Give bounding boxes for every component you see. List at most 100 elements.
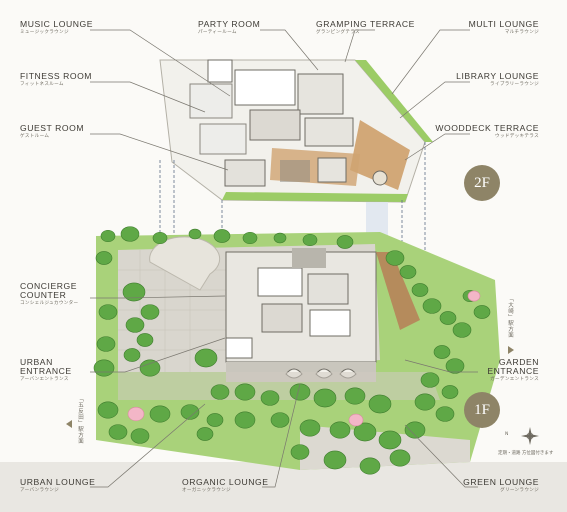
terrace-pod bbox=[372, 170, 388, 186]
tree bbox=[323, 450, 347, 470]
label-urban-lounge: URBAN LOUNGE アーバンラウンジ bbox=[20, 477, 95, 493]
tree bbox=[139, 359, 161, 377]
room-block bbox=[189, 83, 233, 119]
label-party-room: PARTY ROOM パーティールーム bbox=[198, 19, 260, 35]
room-block bbox=[249, 109, 301, 141]
tree bbox=[130, 428, 150, 444]
tree bbox=[194, 348, 218, 368]
label-organic-lounge-en: ORGANIC LOUNGE bbox=[182, 477, 269, 487]
tree bbox=[313, 388, 337, 408]
room-block bbox=[224, 159, 266, 187]
tree bbox=[234, 411, 256, 429]
floor-badge-2f: 2F bbox=[464, 165, 500, 201]
tree bbox=[452, 322, 472, 338]
label-library-lounge: LIBRARY LOUNGE ライブラリーラウンジ bbox=[456, 71, 539, 87]
tree bbox=[234, 383, 256, 401]
direction-gotanda: 「五反田」駅方面 bbox=[77, 396, 83, 444]
tree bbox=[290, 444, 310, 460]
tree bbox=[100, 229, 116, 243]
label-music-lounge-en: MUSIC LOUNGE bbox=[20, 19, 93, 29]
label-gramping-terrace: GRAMPING TERRACE グランピングテラス bbox=[316, 19, 415, 35]
blossom-tree bbox=[467, 290, 481, 302]
label-green-lounge: GREEN LOUNGE グリーンラウンジ bbox=[463, 477, 539, 493]
tree bbox=[435, 406, 455, 422]
label-green-lounge-jp: グリーンラウンジ bbox=[500, 487, 539, 493]
tree bbox=[368, 394, 392, 414]
label-music-lounge-jp: ミュージックラウンジ bbox=[20, 29, 69, 35]
tree bbox=[422, 298, 442, 314]
tree bbox=[359, 457, 381, 475]
label-concierge-en1: CONCIERGE bbox=[20, 281, 77, 291]
label-urban-lounge-jp: アーバンラウンジ bbox=[20, 487, 60, 493]
label-library-lounge-jp: ライブラリーラウンジ bbox=[490, 81, 539, 87]
tree bbox=[433, 345, 451, 359]
tree bbox=[420, 372, 440, 388]
label-garden-entrance: GARDEN ENTRANCE ガーデンエントランス bbox=[487, 357, 539, 382]
tree bbox=[399, 265, 417, 279]
blossom-tree bbox=[348, 413, 364, 427]
circle-plaza bbox=[149, 236, 221, 291]
tree bbox=[98, 304, 118, 320]
tree bbox=[188, 228, 202, 240]
label-urban-entrance: URBAN ENTRANCE アーバンエントランス bbox=[20, 357, 72, 382]
floor-2f-lawn bbox=[222, 192, 408, 202]
label-garden-entrance-jp: ガーデンエントランス bbox=[490, 376, 539, 382]
tree bbox=[411, 283, 429, 297]
label-urban-entrance-en1: URBAN bbox=[20, 357, 53, 367]
tree bbox=[302, 233, 318, 247]
label-wooddeck-terrace-jp: ウッドデッキテラス bbox=[495, 133, 539, 139]
floor-2f-plan bbox=[159, 59, 433, 203]
tree bbox=[473, 305, 491, 319]
floor-2f-green-edge bbox=[355, 60, 433, 142]
label-guest-room-jp: ゲストルーム bbox=[20, 133, 50, 139]
tree bbox=[242, 231, 258, 245]
tree bbox=[329, 421, 351, 439]
tree bbox=[389, 449, 411, 467]
lower-walkway bbox=[118, 372, 440, 400]
tree bbox=[196, 427, 214, 441]
tree bbox=[108, 424, 128, 440]
label-multi-lounge: MULTI LOUNGE マルチラウンジ bbox=[469, 19, 539, 35]
label-library-lounge-en: LIBRARY LOUNGE bbox=[456, 71, 539, 81]
room-block bbox=[261, 303, 303, 333]
label-urban-entrance-jp: アーバンエントランス bbox=[20, 376, 69, 382]
room-block bbox=[292, 248, 326, 268]
room-block bbox=[304, 117, 354, 147]
tree bbox=[125, 317, 145, 333]
label-gramping-terrace-en: GRAMPING TERRACE bbox=[316, 19, 415, 29]
label-concierge-en2: COUNTER bbox=[20, 290, 67, 301]
label-garden-entrance-en1: GARDEN bbox=[498, 357, 539, 367]
room-block bbox=[225, 337, 253, 359]
tree bbox=[439, 311, 457, 325]
label-concierge-jp: コンシェルジュカウンター bbox=[20, 300, 79, 306]
label-organic-lounge-jp: オーガニックラウンジ bbox=[182, 487, 231, 493]
wood-walk bbox=[376, 252, 420, 330]
tree bbox=[336, 235, 354, 249]
compass-north-label: N bbox=[505, 432, 509, 437]
label-gramping-terrace-jp: グランピングテラス bbox=[316, 29, 360, 35]
tree bbox=[136, 333, 154, 347]
floor-badge-1f: 1F bbox=[464, 392, 500, 428]
label-music-lounge: MUSIC LOUNGE ミュージックラウンジ bbox=[20, 19, 93, 35]
room-block bbox=[280, 160, 310, 182]
tree bbox=[404, 421, 426, 439]
label-green-lounge-en: GREEN LOUNGE bbox=[463, 477, 539, 487]
label-urban-entrance-en2: ENTRANCE bbox=[20, 366, 72, 377]
tree bbox=[97, 401, 119, 419]
label-concierge-counter: CONCIERGE COUNTER コンシェルジュカウンター bbox=[20, 281, 79, 306]
tree bbox=[152, 231, 168, 245]
tree bbox=[289, 383, 311, 401]
compass-rose bbox=[521, 427, 539, 445]
label-wooddeck-terrace-en: WOODDECK TERRACE bbox=[435, 123, 539, 133]
label-fitness-room-jp: フィットネスルーム bbox=[20, 81, 64, 87]
tree bbox=[385, 250, 405, 266]
tree bbox=[344, 387, 366, 405]
tree bbox=[378, 430, 402, 450]
label-wooddeck-terrace: WOODDECK TERRACE ウッドデッキテラス bbox=[435, 123, 539, 139]
blossom-tree bbox=[127, 406, 145, 422]
direction-arrow-right-icon bbox=[508, 346, 514, 354]
room-block bbox=[307, 273, 349, 305]
tree bbox=[206, 413, 224, 427]
room-block bbox=[257, 267, 303, 297]
